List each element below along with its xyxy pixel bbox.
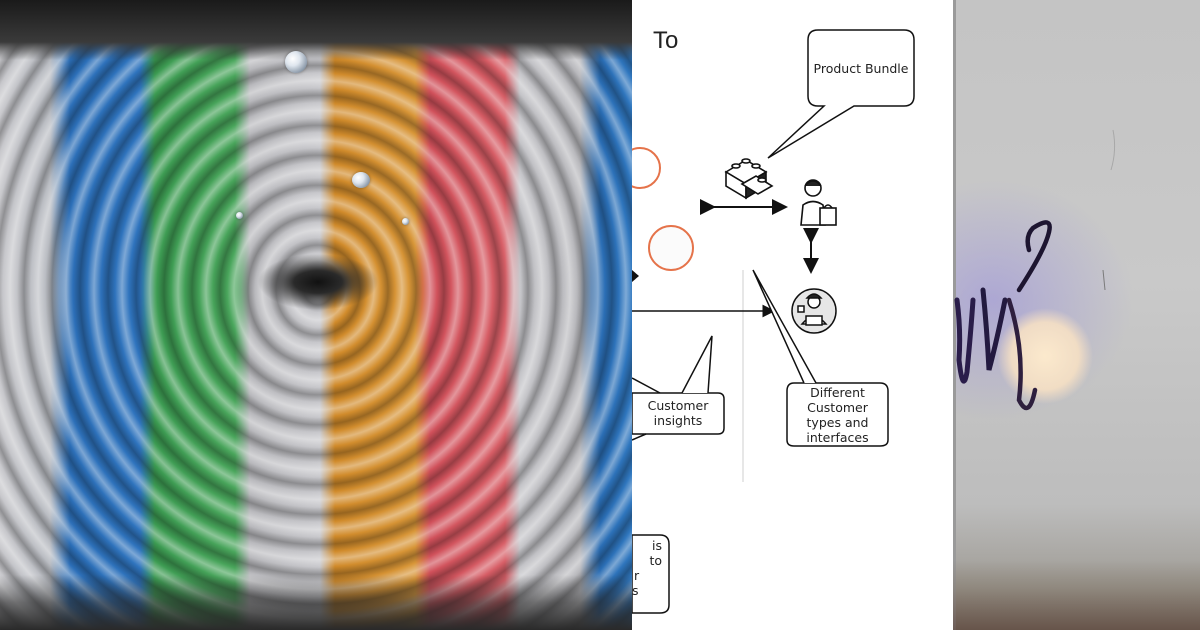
- circle-node-icon: [632, 147, 661, 189]
- customer-insights-label: Customer insights: [647, 398, 709, 428]
- diagram-panel: To Product Bundle Customer insights Diff…: [632, 0, 953, 630]
- circle-node-icon: [648, 225, 694, 271]
- water-droplet: [352, 172, 370, 188]
- diagram-canvas: [632, 29, 915, 614]
- customer-types-label: Different Customer types and interfaces: [806, 385, 869, 445]
- wall-seam: [953, 0, 956, 630]
- lego-bricks-icon: [724, 158, 774, 200]
- diagram-title: To: [653, 27, 679, 54]
- water-droplet: [285, 51, 307, 73]
- product-bundle-label: Product Bundle: [813, 61, 909, 76]
- water-ripple-photo: [0, 0, 632, 630]
- customer-insights-bubble: [632, 392, 725, 435]
- graffiti-paint: [954, 129, 1116, 411]
- arrow-tip: [632, 270, 639, 282]
- product-bundle-bubble: [767, 29, 915, 159]
- water-droplet: [402, 218, 409, 225]
- worker-icon: [791, 288, 837, 334]
- customer-types-bubble: [786, 382, 889, 447]
- shopper-icon: [800, 179, 837, 226]
- graffiti-wall-photo: [953, 0, 1200, 630]
- water-droplet: [236, 212, 243, 219]
- partial-bubble: [632, 534, 670, 614]
- partial-bubble-label: is to r s: [632, 538, 662, 598]
